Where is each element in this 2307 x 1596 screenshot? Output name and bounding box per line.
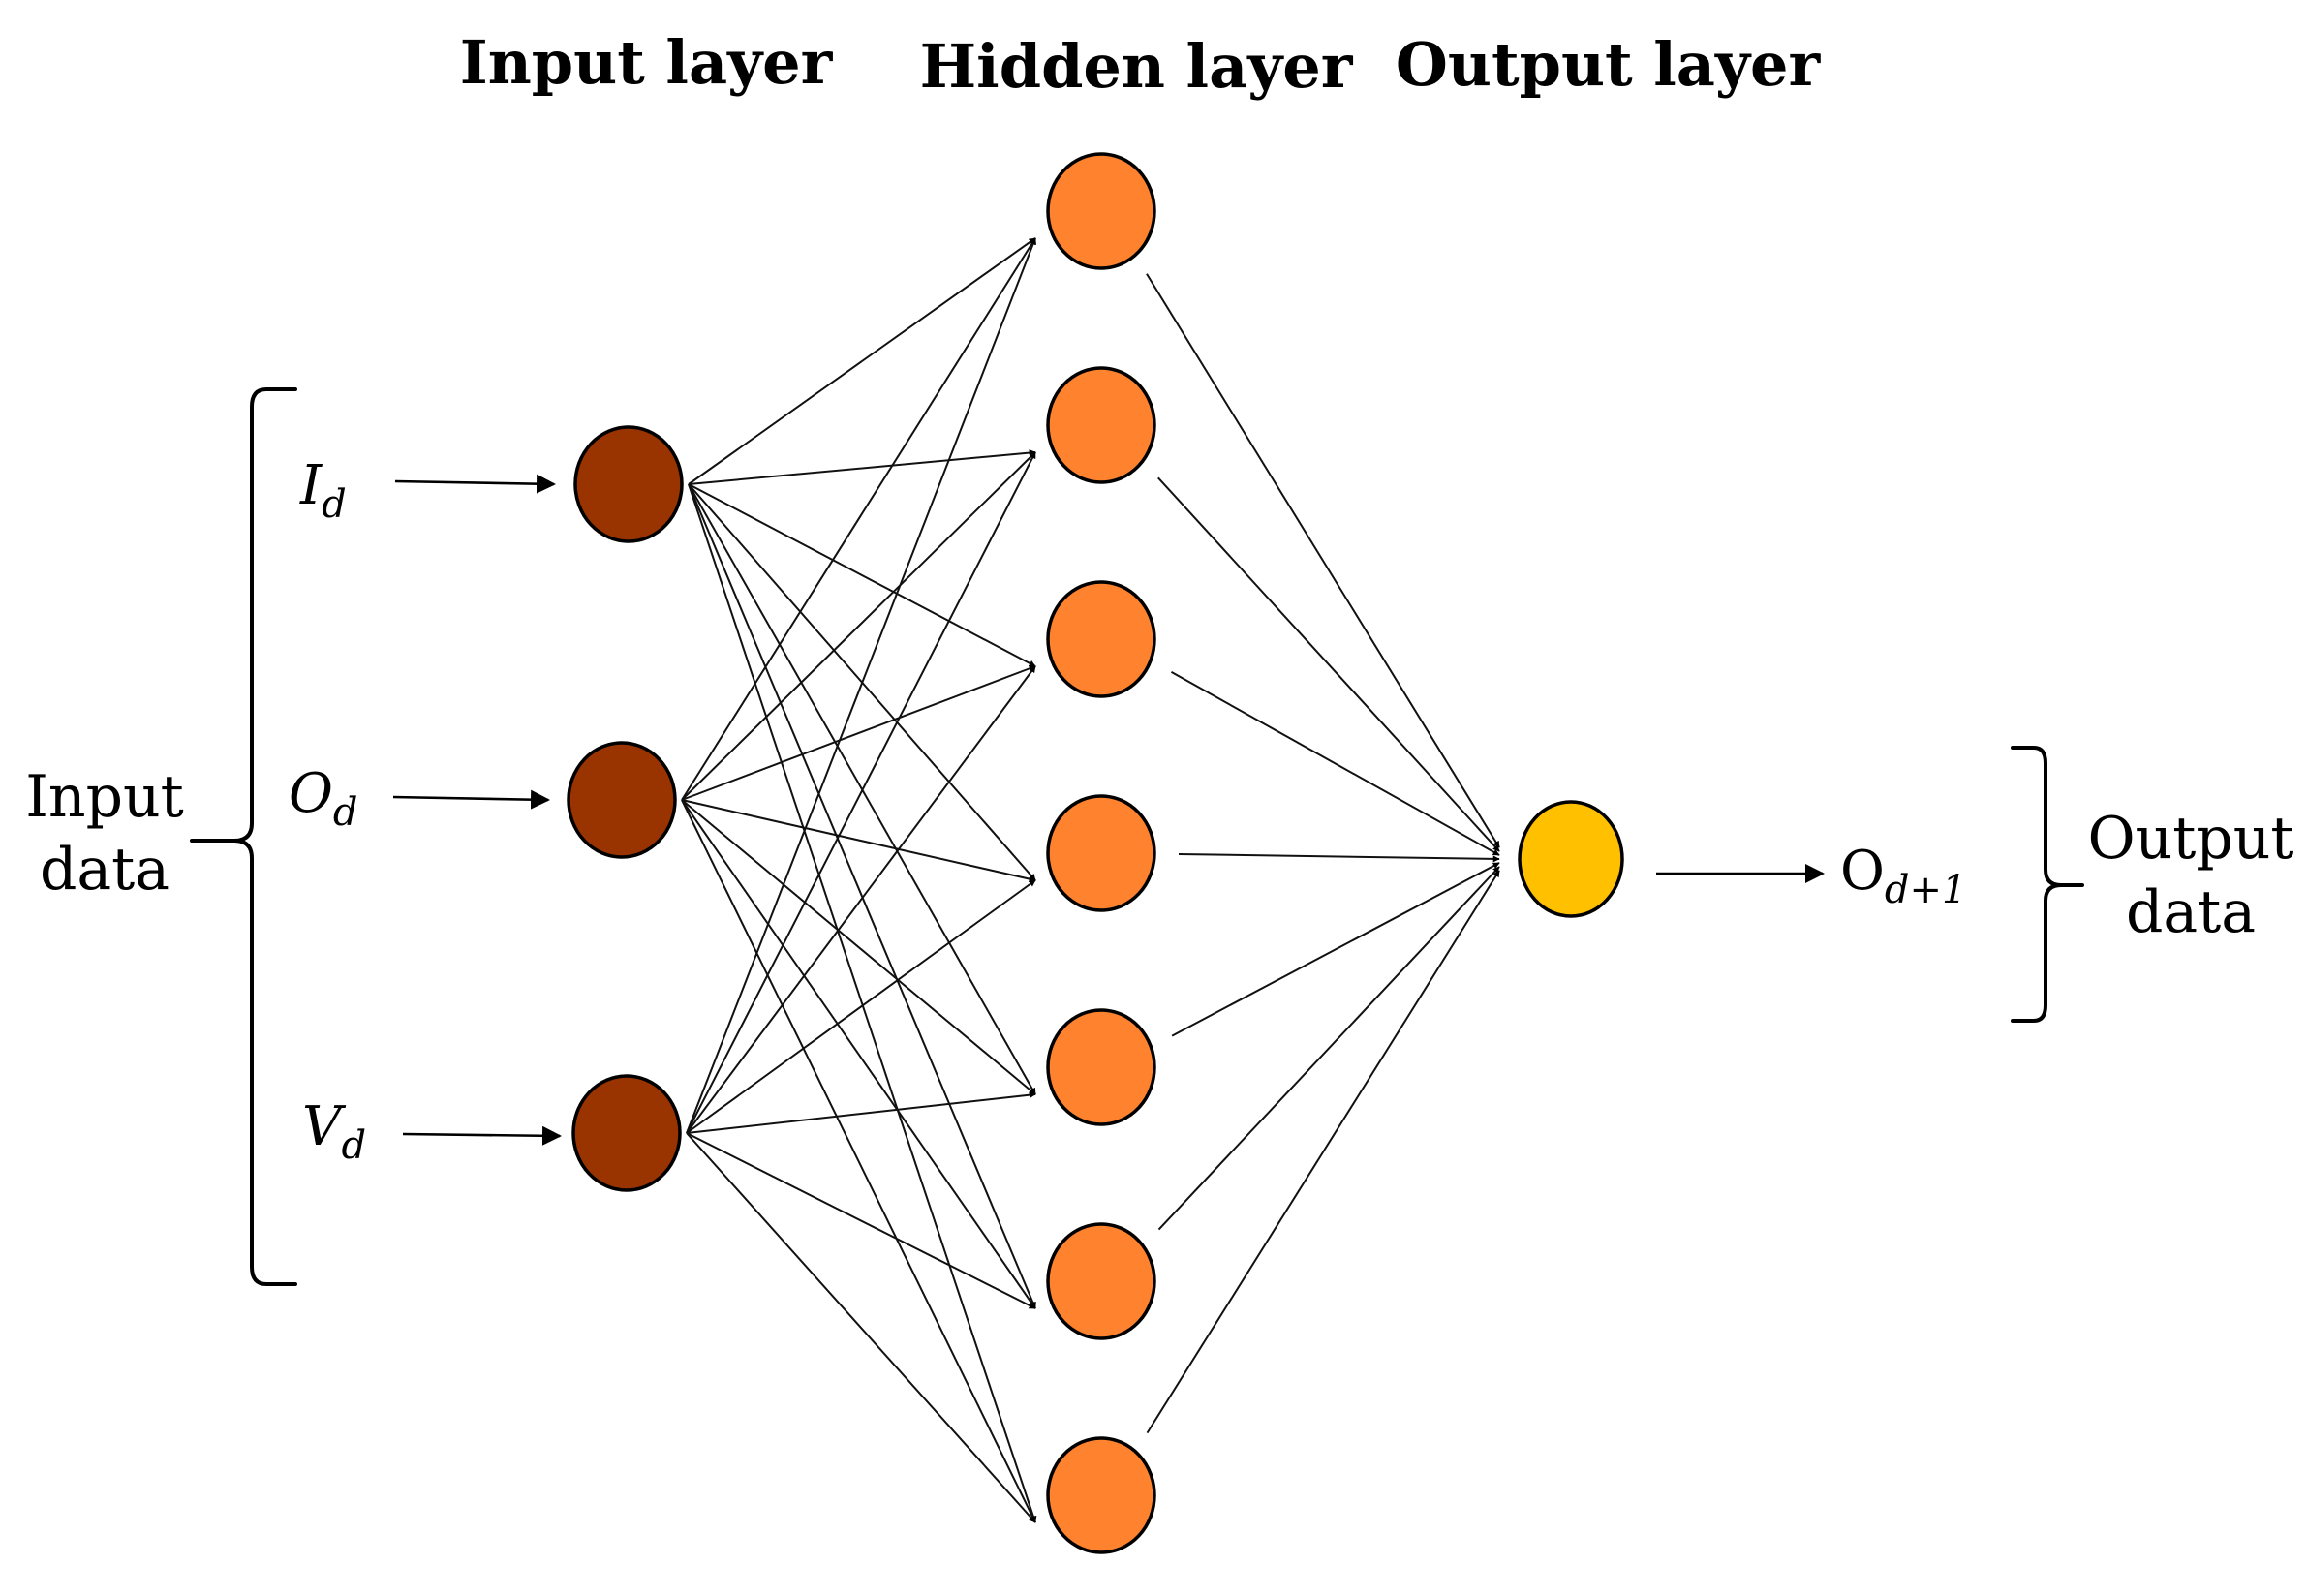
edge-input-3-hidden-7 — [686, 1132, 1036, 1523]
edge-hidden-7-output — [1146, 870, 1500, 1434]
edge-hidden-3-output — [1170, 671, 1500, 856]
edge-input-3-hidden-3 — [686, 665, 1036, 1134]
edge-input-3-hidden-6 — [686, 1132, 1036, 1309]
input-data-brace — [190, 387, 297, 1286]
output-layer-nodes — [1518, 800, 1624, 918]
input-layer-nodes — [567, 425, 684, 1192]
input-variable-i: Id — [299, 454, 347, 527]
hidden-layer-title: Hidden layer — [920, 31, 1354, 102]
edge-input-2-hidden-2 — [681, 451, 1036, 801]
edge-input-2-hidden-1 — [681, 237, 1036, 801]
edge-hidden-1-output — [1146, 273, 1500, 848]
feed-arrow-i — [394, 474, 556, 494]
edge-input-3-hidden-1 — [686, 237, 1036, 1134]
edge-input-2-hidden-6 — [681, 799, 1036, 1309]
input-data-label-line1: Input — [25, 763, 184, 831]
edge-input-3-hidden-5 — [686, 1091, 1036, 1134]
edge-input-1-hidden-1 — [688, 237, 1036, 485]
output-layer-title: Output layer — [1396, 29, 1822, 100]
hidden-node-4 — [1046, 794, 1156, 912]
input-to-hidden-connections — [681, 237, 1037, 1523]
input-variable-o: Od — [289, 762, 358, 835]
output-data-label-line1: Output — [2087, 805, 2293, 873]
feed-arrow-v — [402, 1125, 562, 1146]
hidden-layer-nodes — [1046, 152, 1156, 1554]
edge-hidden-5-output — [1171, 862, 1500, 1037]
hidden-node-3 — [1046, 580, 1156, 698]
edge-input-3-hidden-2 — [686, 451, 1036, 1134]
edge-input-1-hidden-7 — [688, 483, 1037, 1523]
edge-input-2-hidden-7 — [681, 799, 1036, 1523]
hidden-node-6 — [1046, 1222, 1156, 1340]
edge-hidden-4-output — [1178, 852, 1500, 863]
input-variable-v: Vd — [302, 1095, 366, 1168]
input-node-1 — [573, 425, 684, 543]
edge-hidden-6-output — [1157, 866, 1500, 1231]
edge-hidden-2-output — [1157, 476, 1500, 852]
edge-input-2-hidden-3 — [681, 664, 1036, 801]
input-node-3 — [571, 1074, 682, 1192]
output-data-brace — [2011, 746, 2084, 1023]
edge-input-1-hidden-2 — [688, 449, 1036, 485]
hidden-to-output-connections — [1146, 273, 1500, 1434]
output-node-1 — [1518, 800, 1624, 918]
feed-arrow-o — [392, 789, 550, 810]
output-variable: Od+1 — [1840, 840, 1967, 912]
edge-input-2-hidden-4 — [681, 799, 1036, 883]
edge-input-2-hidden-5 — [681, 799, 1036, 1095]
hidden-node-5 — [1046, 1008, 1156, 1126]
hidden-node-1 — [1046, 152, 1156, 270]
input-layer-title: Input layer — [460, 27, 834, 98]
hidden-node-2 — [1046, 366, 1156, 484]
output-data-label-line2: data — [2126, 878, 2256, 946]
hidden-node-7 — [1046, 1436, 1156, 1554]
edge-input-3-hidden-4 — [686, 879, 1036, 1134]
input-node-2 — [567, 741, 677, 859]
edge-input-1-hidden-6 — [688, 483, 1036, 1309]
edge-input-1-hidden-3 — [688, 483, 1036, 667]
input-data-label-line2: data — [40, 836, 169, 904]
